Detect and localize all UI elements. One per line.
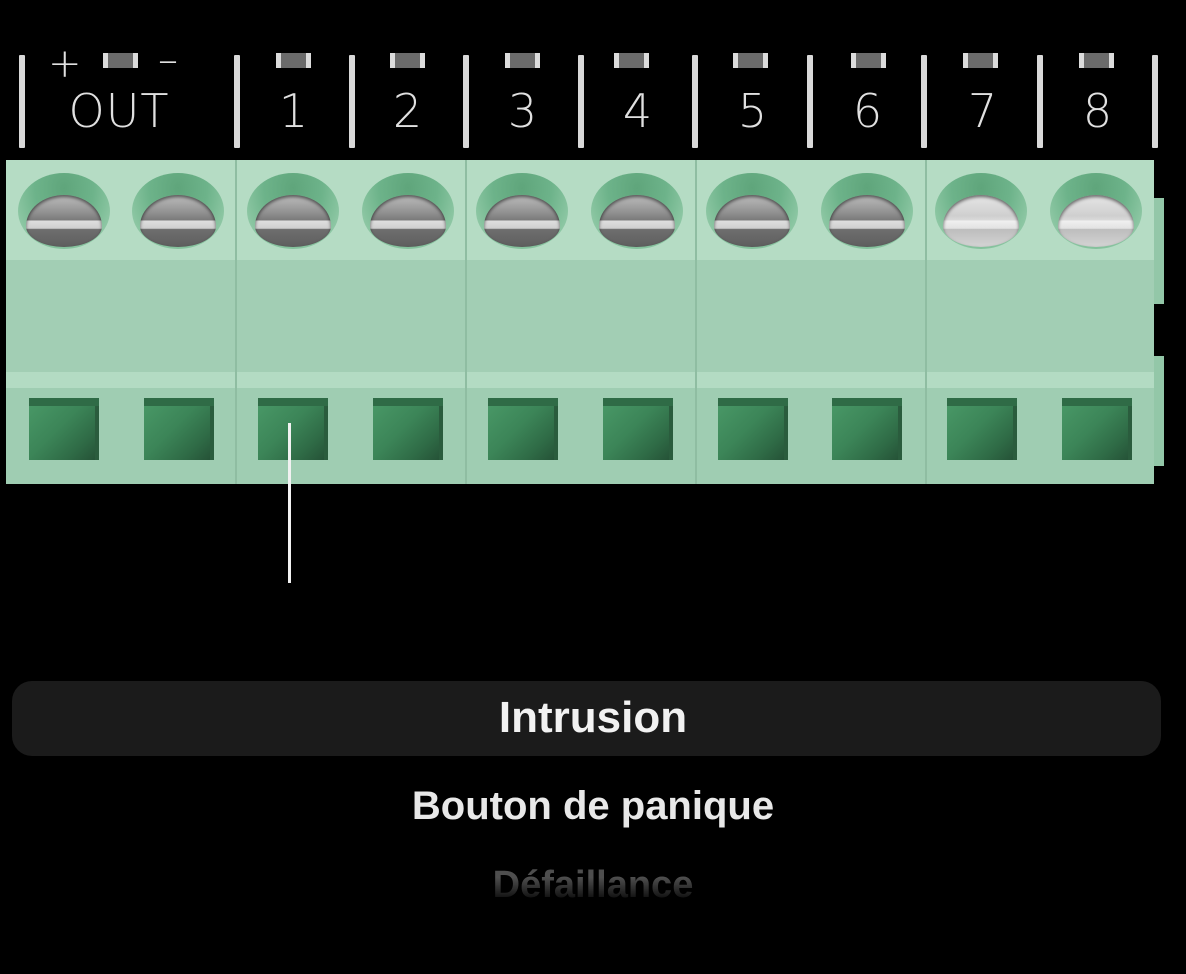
screw-icon	[599, 195, 675, 247]
screw-out-minus[interactable]	[132, 173, 224, 249]
block-side-tab	[1154, 356, 1164, 466]
resistor-icon	[103, 53, 138, 68]
socket-6[interactable]	[832, 398, 902, 460]
module-seam	[465, 160, 467, 484]
terminal-label-2: 2	[392, 84, 424, 138]
module-seam	[925, 160, 927, 484]
screw-3[interactable]	[476, 173, 568, 249]
block-side-tab	[1154, 198, 1164, 304]
socket-8[interactable]	[1062, 398, 1132, 460]
screw-6[interactable]	[821, 173, 913, 249]
socket-7[interactable]	[947, 398, 1017, 460]
screw-2[interactable]	[362, 173, 454, 249]
label-divider	[19, 55, 25, 148]
screw-5[interactable]	[706, 173, 798, 249]
resistor-icon	[505, 53, 540, 68]
resistor-icon	[390, 53, 425, 68]
minus-icon: –	[158, 37, 178, 83]
screw-icon	[943, 195, 1019, 247]
block-middle-band	[6, 260, 1154, 372]
resistor-icon	[1079, 53, 1114, 68]
screw-1[interactable]	[247, 173, 339, 249]
resistor-icon	[276, 53, 311, 68]
screw-icon	[26, 195, 102, 247]
screw-icon	[714, 195, 790, 247]
screw-icon	[1058, 195, 1134, 247]
resistor-icon	[614, 53, 649, 68]
socket-1[interactable]	[258, 398, 328, 460]
socket-out-minus[interactable]	[144, 398, 214, 460]
screw-icon	[140, 195, 216, 247]
screw-4[interactable]	[591, 173, 683, 249]
picker-selection-highlight	[12, 681, 1161, 756]
label-divider	[578, 55, 584, 148]
picker-item-failure[interactable]: Défaillance	[492, 864, 694, 906]
module-seam	[695, 160, 697, 484]
screw-icon	[829, 195, 905, 247]
terminal-label-6: 6	[852, 84, 884, 138]
plus-icon: +	[48, 41, 82, 87]
label-divider	[463, 55, 469, 148]
terminal-label-out: OUT	[68, 84, 170, 138]
label-divider	[921, 55, 927, 148]
picker-item-panic-button[interactable]: Bouton de panique	[411, 784, 775, 828]
label-divider	[234, 55, 240, 148]
screw-icon	[255, 195, 331, 247]
resistor-icon	[851, 53, 886, 68]
terminal-label-1: 1	[278, 84, 310, 138]
picker-item-intrusion[interactable]: Intrusion	[498, 693, 688, 742]
module-seam	[235, 160, 237, 484]
resistor-icon	[733, 53, 768, 68]
socket-3[interactable]	[488, 398, 558, 460]
terminal-label-4: 4	[622, 84, 654, 138]
label-divider	[1152, 55, 1158, 148]
socket-out-plus[interactable]	[29, 398, 99, 460]
terminal-label-3: 3	[507, 84, 539, 138]
block-rib	[6, 372, 1154, 388]
screw-8[interactable]	[1050, 173, 1142, 249]
screw-out-plus[interactable]	[18, 173, 110, 249]
socket-5[interactable]	[718, 398, 788, 460]
label-divider	[1037, 55, 1043, 148]
socket-4[interactable]	[603, 398, 673, 460]
screw-7[interactable]	[935, 173, 1027, 249]
terminal-block	[6, 160, 1154, 484]
selected-terminal-pointer	[288, 423, 291, 583]
socket-2[interactable]	[373, 398, 443, 460]
screw-icon	[370, 195, 446, 247]
label-divider	[807, 55, 813, 148]
terminal-label-7: 7	[967, 84, 999, 138]
label-divider	[692, 55, 698, 148]
label-divider	[349, 55, 355, 148]
terminal-label-8: 8	[1082, 84, 1114, 138]
screw-icon	[484, 195, 560, 247]
resistor-icon	[963, 53, 998, 68]
terminal-label-5: 5	[737, 84, 769, 138]
